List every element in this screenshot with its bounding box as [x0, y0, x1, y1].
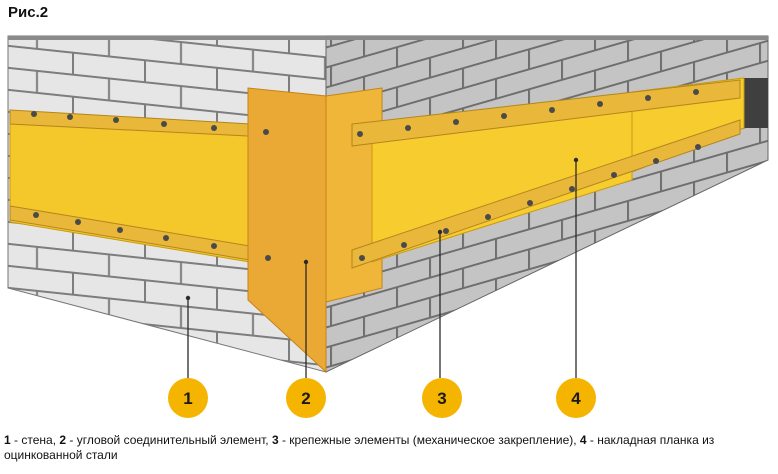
fastener — [359, 255, 365, 261]
fastener — [653, 158, 659, 164]
fastener — [263, 129, 269, 135]
figure-title: Рис.2 — [8, 4, 49, 21]
caption-text-1: - стена, — [10, 433, 60, 447]
caption-text-2: - угловой соединительный элемент, — [66, 433, 272, 447]
fastener — [117, 227, 123, 233]
fastener — [693, 89, 699, 95]
fastener — [161, 121, 167, 127]
fastener — [405, 125, 411, 131]
wall-insulation-diagram: 1 2 3 4 — [7, 35, 769, 418]
caption-num-3: 3 — [271, 433, 279, 447]
fastener — [695, 144, 701, 150]
fastener — [401, 242, 407, 248]
fastener — [33, 212, 39, 218]
marker-4: 4 — [556, 378, 596, 418]
fasteners — [31, 89, 701, 261]
fastener — [31, 111, 37, 117]
fastener — [569, 186, 575, 192]
fastener — [453, 119, 459, 125]
fastener — [597, 101, 603, 107]
marker-2: 2 — [286, 378, 326, 418]
fastener — [75, 219, 81, 225]
leader-lines — [187, 160, 577, 378]
caption-num-2: 2 — [59, 433, 67, 447]
fastener — [549, 107, 555, 113]
fastener — [211, 243, 217, 249]
caption-num-4: 4 — [579, 433, 587, 447]
marker-2-label: 2 — [301, 389, 310, 408]
fastener — [645, 95, 651, 101]
marker-3-label: 3 — [437, 389, 446, 408]
wall-opening — [742, 78, 768, 128]
fastener — [113, 117, 119, 123]
caption-text-4: - накладная планка из оцинкованной стали — [4, 433, 715, 462]
fastener — [501, 113, 507, 119]
fastener — [67, 114, 73, 120]
caption-num-1: 1 — [4, 433, 11, 447]
fastener — [163, 235, 169, 241]
wall-top-edge — [8, 36, 326, 40]
fastener — [611, 172, 617, 178]
caption-text-3: - крепежные элементы (механическое закре… — [278, 433, 580, 447]
marker-1: 1 — [168, 378, 208, 418]
marker-4-label: 4 — [571, 389, 581, 408]
fastener — [485, 214, 491, 220]
fastener — [443, 228, 449, 234]
figure-caption: 1 - стена, 2 - угловой соединительный эл… — [4, 433, 774, 463]
fastener — [265, 255, 271, 261]
strip-right-top — [351, 79, 741, 147]
fastener — [527, 200, 533, 206]
marker-3: 3 — [422, 378, 462, 418]
marker-1-label: 1 — [183, 389, 192, 408]
fastener — [211, 125, 217, 131]
fastener — [357, 131, 363, 137]
